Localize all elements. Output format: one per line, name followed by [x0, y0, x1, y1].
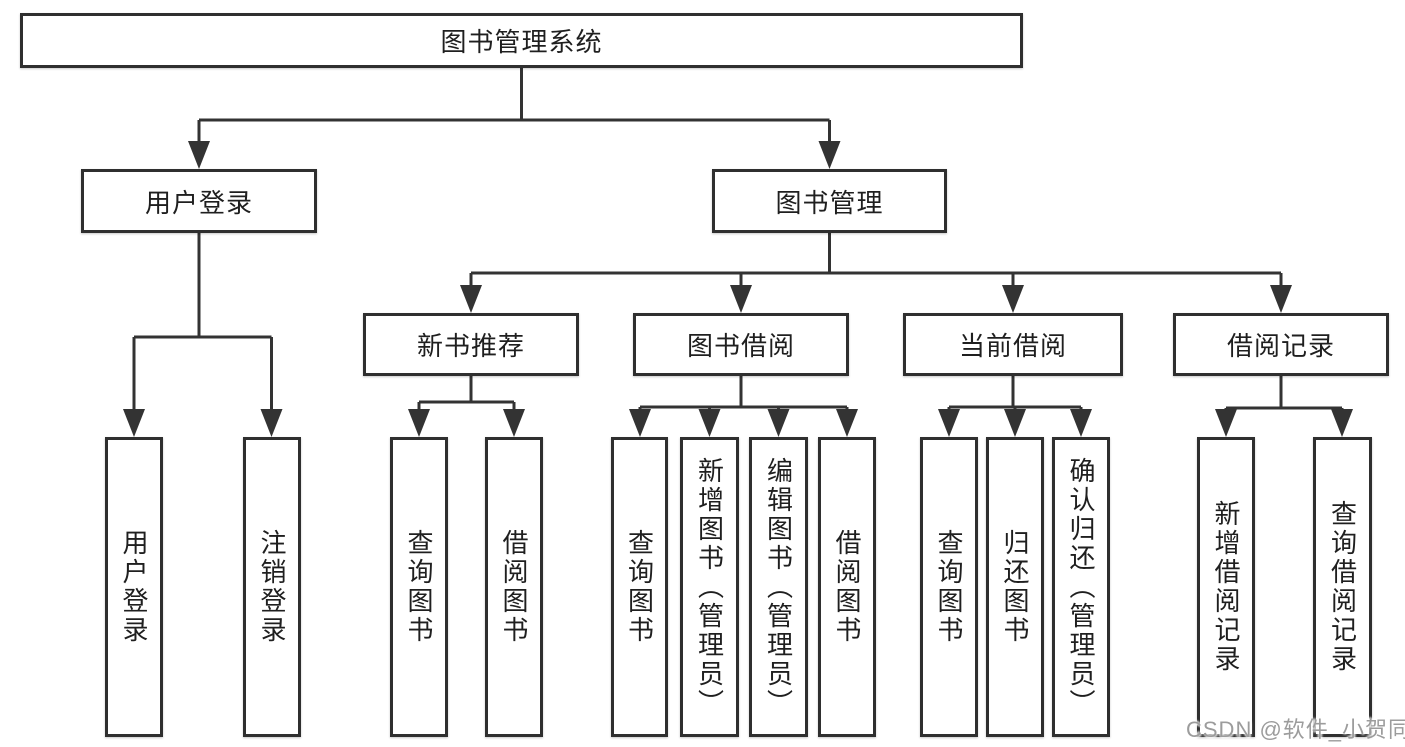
arrowhead — [1331, 409, 1353, 437]
node-new-book-recommendation: 新书推荐 — [363, 313, 579, 376]
leaf-add-books-admin: 新增图书（管理员） — [680, 437, 739, 737]
arrowhead — [730, 285, 752, 313]
arrowhead — [123, 409, 145, 437]
arrowhead — [818, 141, 841, 169]
arrowhead — [629, 409, 651, 437]
leaf-label: 确认归还（管理员） — [1066, 456, 1096, 718]
arrowhead — [698, 409, 721, 437]
leaf-query-borrow-record: 查询借阅记录 — [1313, 437, 1372, 737]
leaf-label: 查询借阅记录 — [1327, 500, 1358, 674]
arrowhead — [460, 285, 482, 313]
leaf-label: 归还图书 — [1000, 529, 1030, 645]
node-label: 图书借阅 — [686, 331, 795, 361]
arrowhead — [1270, 285, 1292, 313]
arrowhead — [1070, 409, 1092, 437]
leaf-label: 新增图书（管理员） — [694, 456, 725, 718]
arrowhead — [188, 141, 210, 169]
leaf-label: 查询图书 — [934, 529, 964, 645]
csdn-watermark: CSDN @软件_小贺同学 — [1186, 717, 1405, 742]
leaf-confirm-return-admin: 确认归还（管理员） — [1052, 437, 1110, 737]
leaf-edit-books-admin: 编辑图书（管理员） — [749, 437, 808, 737]
leaf-label: 编辑图书（管理员） — [763, 456, 794, 718]
node-label: 当前借阅 — [958, 331, 1067, 361]
leaf-return-books: 归还图书 — [986, 437, 1044, 737]
node-borrowing-records: 借阅记录 — [1173, 313, 1389, 376]
leaf-label: 查询图书 — [404, 529, 434, 645]
node-current-borrowing: 当前借阅 — [903, 313, 1123, 376]
arrowhead — [408, 409, 430, 437]
leaf-user-login: 用户登录 — [105, 437, 163, 737]
node-label: 图书管理 — [775, 187, 884, 218]
arrowhead — [836, 409, 858, 437]
node-label: 用户登录 — [144, 187, 253, 218]
arrowhead — [1004, 409, 1026, 437]
node-root-system: 图书管理系统 — [20, 13, 1023, 68]
arrowhead — [1002, 285, 1024, 313]
node-label: 借阅记录 — [1226, 331, 1335, 361]
arrowhead — [767, 409, 790, 437]
leaf-query-books: 查询图书 — [611, 437, 668, 737]
node-book-borrowing: 图书借阅 — [633, 313, 849, 376]
leaf-label: 注销登录 — [257, 529, 287, 645]
node-label: 新书推荐 — [416, 331, 525, 361]
leaf-label: 用户登录 — [119, 529, 149, 645]
arrowhead — [260, 409, 283, 437]
node-user-login: 用户登录 — [81, 169, 317, 233]
leaf-label: 借阅图书 — [499, 529, 529, 645]
leaf-logout: 注销登录 — [243, 437, 301, 737]
node-book-management: 图书管理 — [712, 169, 947, 233]
leaf-borrow-books: 借阅图书 — [818, 437, 876, 737]
leaf-label: 新增借阅记录 — [1211, 500, 1241, 674]
leaf-label: 查询图书 — [624, 529, 655, 645]
arrowhead — [938, 409, 960, 437]
node-label: 图书管理系统 — [440, 27, 603, 57]
leaf-borrow-books: 借阅图书 — [485, 437, 543, 737]
leaf-label: 借阅图书 — [832, 529, 862, 645]
arrowhead — [1215, 409, 1237, 437]
leaf-query-books: 查询图书 — [920, 437, 978, 737]
leaf-query-books: 查询图书 — [390, 437, 448, 737]
leaf-add-borrow-record: 新增借阅记录 — [1197, 437, 1255, 737]
arrowhead — [503, 409, 525, 437]
